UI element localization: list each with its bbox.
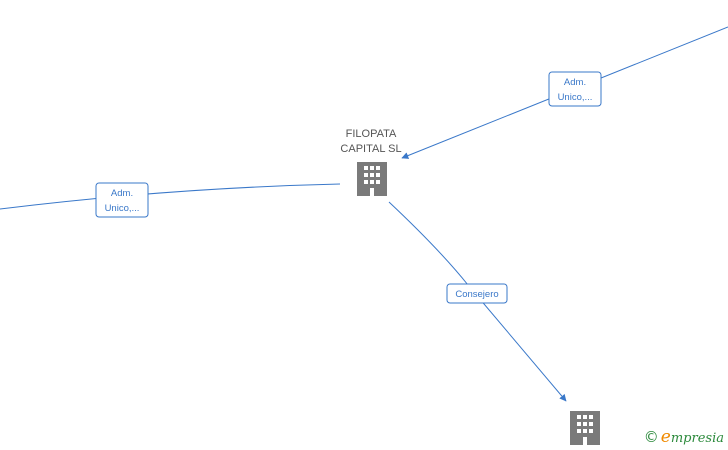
copyright-icon: © — [643, 428, 659, 446]
empresia-watermark: © empresia — [644, 427, 724, 447]
building-icon — [357, 162, 387, 196]
edge-left: Adm. Unico,... — [0, 182, 341, 218]
edge-label-consejero[interactable]: Consejero — [446, 283, 508, 304]
brand-initial: e — [660, 427, 671, 447]
brand-logo: empresia — [661, 427, 724, 447]
edge-label-line: Unico,... — [105, 203, 140, 214]
node-company-bottom[interactable] — [570, 411, 600, 445]
node-label-line: CAPITAL SL — [340, 143, 401, 155]
edge-label-line: Unico,... — [558, 92, 593, 103]
edge-top-right: Adm. Unico,... — [401, 26, 728, 159]
node-label-line: FILOPATA — [346, 128, 397, 140]
node-filopata-capital[interactable]: FILOPATA CAPITAL SL — [340, 128, 402, 196]
edge-label-line: Adm. — [111, 188, 133, 199]
edge-label-line: Adm. — [564, 77, 586, 88]
brand-rest: mpresia — [670, 431, 724, 446]
edge-label-adm-unico-top[interactable]: Adm. Unico,... — [548, 71, 602, 107]
edge-consejero: Consejero — [388, 201, 567, 402]
building-icon — [570, 411, 600, 445]
edge-label-adm-unico-left[interactable]: Adm. Unico,... — [95, 182, 149, 218]
edge-label-line: Consejero — [455, 289, 498, 300]
